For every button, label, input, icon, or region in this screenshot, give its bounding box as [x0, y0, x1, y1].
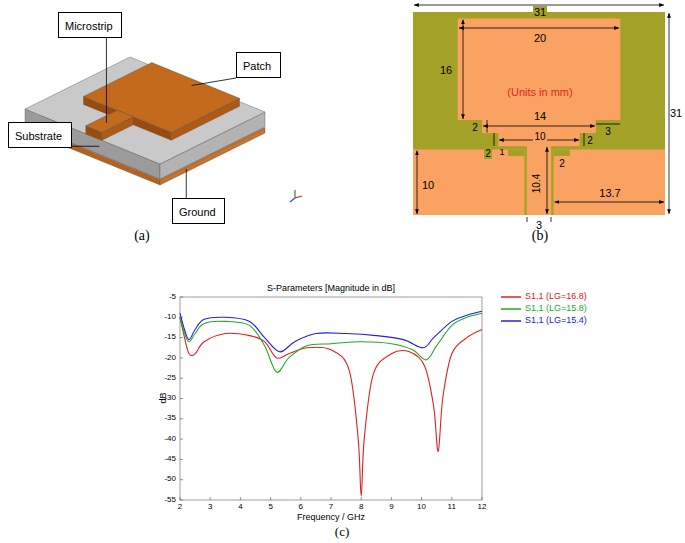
dimension: 1 — [500, 148, 505, 158]
dimension: 13.7 — [599, 187, 620, 199]
tick-label: 4 — [238, 503, 242, 512]
legend-entry: S1,1 (LG=15.4) — [500, 316, 587, 326]
tick-label: 10 — [417, 503, 426, 512]
s11-curve — [180, 313, 482, 372]
dimension: 31 — [533, 6, 547, 18]
legend-entry: S1,1 (LG=16.8) — [500, 292, 587, 302]
dimension: 10 — [533, 131, 546, 142]
antenna-3d-view — [25, 57, 265, 185]
antenna-layout — [413, 12, 665, 215]
dimension-lines — [414, 5, 669, 222]
dimension: 10 — [422, 179, 434, 191]
callout-box: Ground — [172, 198, 225, 224]
leader-line — [186, 169, 187, 198]
legend-text: S1,1 (LG=15.8) — [525, 303, 587, 313]
tick-label: 12 — [478, 503, 487, 512]
legend-line-sample — [500, 305, 522, 313]
panel-label: (c) — [335, 525, 349, 539]
tick-label: -10 — [164, 313, 176, 322]
dimension: 3 — [536, 219, 542, 231]
dimension: 16 — [440, 64, 452, 76]
part-name: Ground — [179, 206, 216, 218]
tick-label: -25 — [164, 374, 176, 383]
tick-label: 8 — [359, 503, 363, 512]
axis-label: S-Parameters [Magnitude in dB] — [267, 284, 395, 294]
tick-label: -40 — [164, 435, 176, 444]
dimension: 2 — [559, 158, 565, 169]
axis-triad — [290, 190, 302, 202]
axis-label: Frequency / GHz — [297, 513, 365, 523]
leader-line — [106, 38, 107, 123]
callout-box: Microstrip — [58, 12, 122, 38]
dimension: 3 — [605, 126, 611, 137]
tick-label: 3 — [208, 503, 212, 512]
callout-box: Patch — [236, 52, 281, 78]
tick-label: 2 — [178, 503, 182, 512]
tick-label: -55 — [164, 496, 176, 505]
tick-label: 11 — [448, 503, 456, 512]
legend-text: S1,1 (LG=16.8) — [525, 291, 587, 301]
plot-frame — [180, 297, 482, 500]
tick-label: -20 — [164, 354, 176, 363]
legend-line-sample — [500, 293, 522, 301]
axis-label: dB — [158, 393, 168, 404]
tick-label: -15 — [164, 333, 176, 342]
callout-box: Substrate — [8, 122, 72, 148]
dimension: 10.4 — [532, 173, 543, 192]
part-name: Substrate — [15, 130, 62, 142]
tick-label: 9 — [389, 503, 393, 512]
dimension: 2 — [587, 135, 593, 146]
dimension: 31 — [670, 107, 682, 119]
solid-face — [86, 110, 134, 132]
part-name: Patch — [243, 60, 271, 72]
legend-line-sample — [500, 317, 522, 325]
s11-curve — [180, 311, 482, 352]
tick-label: -50 — [164, 475, 176, 484]
tick-label: 6 — [299, 503, 303, 512]
dimension: (Units in mm) — [507, 86, 572, 98]
dimension: 14 — [534, 110, 546, 122]
tick-label: 7 — [329, 503, 333, 512]
tick-label: -5 — [169, 293, 176, 302]
dimension: 20 — [534, 32, 546, 44]
solid-face — [84, 63, 240, 133]
part-name: Microstrip — [65, 20, 113, 32]
dimension: 2 — [472, 122, 478, 133]
legend-text: S1,1 (LG=15.4) — [525, 315, 587, 325]
dimension: 2 — [484, 148, 492, 159]
leader-line — [192, 78, 236, 85]
panel-label: (a) — [134, 228, 150, 243]
legend-entry: S1,1 (LG=15.8) — [500, 304, 587, 314]
leader-lines — [72, 38, 236, 198]
tick-label: 5 — [268, 503, 272, 512]
tick-label: -45 — [164, 455, 176, 464]
chart-curves — [180, 297, 482, 500]
tick-label: -35 — [164, 414, 176, 423]
leader-line — [72, 146, 99, 147]
